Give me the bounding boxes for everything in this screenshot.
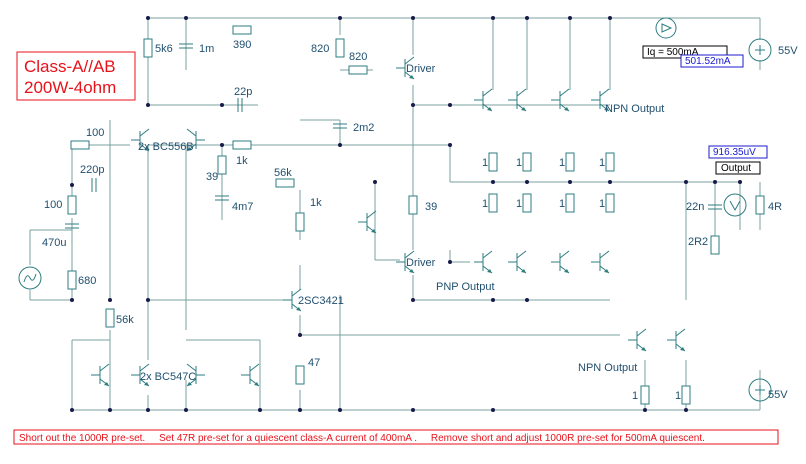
label-390: 390 <box>233 39 251 51</box>
label-1k-a: 1k <box>236 155 248 167</box>
label-56k-a: 56k <box>274 167 292 179</box>
label-r1g: 1 <box>559 198 565 210</box>
label-100b: 100 <box>44 199 62 211</box>
label-2r2: 2R2 <box>688 236 708 248</box>
label-220p: 220p <box>80 164 104 176</box>
label-r1f: 1 <box>516 198 522 210</box>
junctions <box>70 16 742 412</box>
label-1k-b: 1k <box>310 197 322 209</box>
output-label: Output <box>721 163 751 174</box>
instruction-note: Short out the 1000R pre-set. Set 47R pre… <box>13 429 779 445</box>
label-pnp-output: PNP Output <box>436 281 495 293</box>
label-55v-bottom: 55V <box>768 389 788 401</box>
label-39a: 39 <box>206 171 218 183</box>
label-680: 680 <box>78 275 96 287</box>
label-100a: 100 <box>86 127 104 139</box>
label-470u: 470u <box>42 237 66 249</box>
capacitors <box>65 43 722 229</box>
label-4r: 4R <box>768 201 782 213</box>
instruction-text: Short out the 1000R pre-set. Set 47R pre… <box>19 433 705 444</box>
label-driver-bot: Driver <box>406 257 436 269</box>
label-2m2: 2m2 <box>353 122 374 134</box>
label-npn-output-2: NPN Output <box>578 362 637 374</box>
label-22n: 22n <box>686 201 704 213</box>
title-line-1: Class-A//AB <box>24 57 116 76</box>
resistors <box>67 25 765 405</box>
label-npn-output: NPN Output <box>605 103 664 115</box>
transistors <box>90 56 686 387</box>
label-r1d: 1 <box>599 157 605 169</box>
component-labels: 5k6 1m 390 820 820 Driver NPN Output 22p… <box>42 39 798 402</box>
iq-value: 501.52mA <box>685 56 731 67</box>
label-47: 47 <box>308 357 320 369</box>
output-voltage-value: 916.35uV <box>713 147 756 158</box>
label-2sc3421: 2SC3421 <box>298 295 344 307</box>
label-22p: 22p <box>234 86 252 98</box>
label-r1h: 1 <box>599 198 605 210</box>
label-r1c: 1 <box>559 157 565 169</box>
title-box: Class-A//AB 200W-4ohm <box>16 51 136 101</box>
label-820a: 820 <box>311 43 329 55</box>
label-39b: 39 <box>425 201 437 213</box>
label-r1b: 1 <box>516 157 522 169</box>
iq-label: Iq = 500mA <box>647 47 699 58</box>
meters: Iq = 500mA 501.52mA 916.35uV Output <box>642 45 768 175</box>
label-r1j: 1 <box>675 390 681 402</box>
label-4m7: 4m7 <box>232 201 253 213</box>
label-r1e: 1 <box>482 198 488 210</box>
label-820b: 820 <box>349 51 367 63</box>
wiring <box>29 17 761 411</box>
title-line-2: 200W-4ohm <box>24 78 116 97</box>
sources <box>18 17 772 402</box>
label-bc556b: 2x BC556B <box>138 141 194 153</box>
label-56k-b: 56k <box>116 314 134 326</box>
label-1m: 1m <box>199 43 214 55</box>
label-driver-top: Driver <box>406 63 436 75</box>
label-r1i: 1 <box>632 390 638 402</box>
label-5k6: 5k6 <box>155 43 173 55</box>
label-r1a: 1 <box>482 157 488 169</box>
label-bc547c: 2x BC547C <box>140 371 196 383</box>
label-55v-top: 55V <box>778 45 798 57</box>
